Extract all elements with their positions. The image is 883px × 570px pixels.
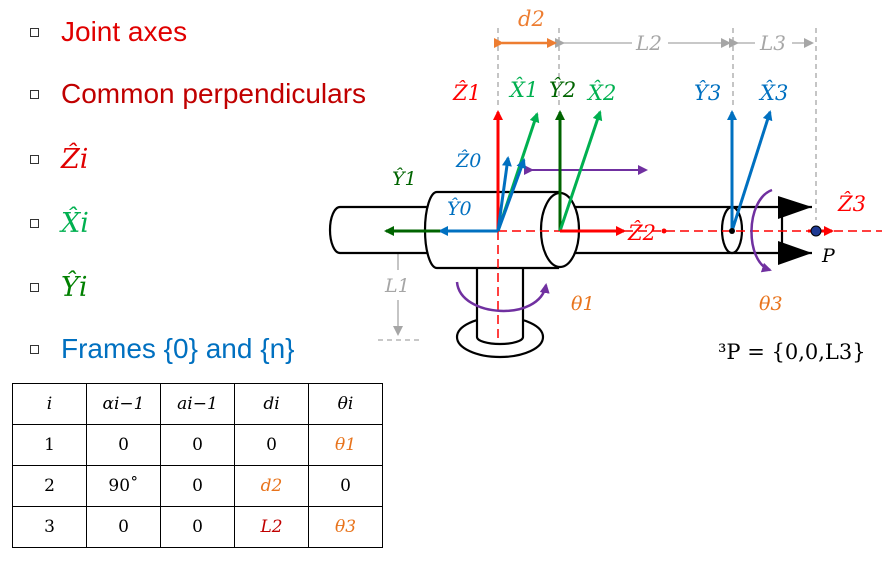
bullet-square-icon xyxy=(30,155,39,164)
header-i: i xyxy=(12,383,87,425)
bullet-square-icon xyxy=(30,283,39,292)
label-y0: Ŷ0 xyxy=(447,197,472,220)
label-y3: Ŷ3 xyxy=(694,81,721,105)
label-L3: L3 xyxy=(759,31,786,55)
bullet-text: Ŷi xyxy=(61,272,88,303)
table-cell: 0 xyxy=(160,465,235,507)
table-cell: 0 xyxy=(234,424,309,466)
header-alpha: αi−1 xyxy=(86,383,161,425)
bullet-z-hat: Ẑi xyxy=(30,144,88,175)
table-cell: 0 xyxy=(160,424,235,466)
bullet-text: Ẑi xyxy=(61,144,89,175)
table-cell: 2 xyxy=(12,465,87,507)
header-d: di xyxy=(234,383,309,425)
label-y1: Ŷ1 xyxy=(392,167,417,190)
label-x2: X̂2 xyxy=(586,81,616,105)
table-cell: 90˚ xyxy=(86,465,161,507)
label-L2: L2 xyxy=(635,31,662,55)
point-p-marker xyxy=(810,225,822,237)
label-d2: d2 xyxy=(518,7,545,31)
bullet-square-icon xyxy=(30,219,39,228)
header-theta: θi xyxy=(308,383,383,425)
z0-axis-arrow xyxy=(496,156,512,232)
label-z1: Ẑ1 xyxy=(452,81,481,105)
bullet-x-hat: X̂i xyxy=(30,208,89,239)
theta3-rotation-arc xyxy=(750,188,773,273)
end-effector-gripper xyxy=(778,196,812,265)
table-cell: d2 xyxy=(234,465,309,507)
label-x1: X̂1 xyxy=(508,78,538,102)
bullet-frames: Frames {0} and {n} xyxy=(30,333,295,365)
bullet-common-perpendiculars: Common perpendiculars xyxy=(30,78,366,110)
bullet-y-hat: Ŷi xyxy=(30,272,87,303)
table-row: 2 90˚ 0 d2 0 xyxy=(12,465,383,507)
table-row: 1 0 0 0 θ1 xyxy=(12,424,383,466)
label-L1: L1 xyxy=(384,275,410,297)
table-cell: 0 xyxy=(308,465,383,507)
z2-point-marker xyxy=(661,228,667,234)
label-theta3: θ3 xyxy=(759,293,783,315)
bullet-joint-axes: Joint axes xyxy=(30,16,187,48)
frame3-origin xyxy=(729,228,735,234)
x2-axis-arrow xyxy=(558,110,603,232)
table-header-row: i αi−1 ai−1 di θi xyxy=(12,383,383,425)
label-y2: Ŷ2 xyxy=(549,78,576,102)
table-cell: 0 xyxy=(86,506,161,548)
table-row: 3 0 0 L2 θ3 xyxy=(12,506,383,548)
bullet-text: X̂i xyxy=(61,208,89,239)
bullet-text: Frames {0} and {n} xyxy=(61,333,295,364)
bullet-text: Common perpendiculars xyxy=(61,78,367,109)
table-cell: 0 xyxy=(86,424,161,466)
label-z2: Ẑ2 xyxy=(627,221,656,245)
table-cell: θ3 xyxy=(308,506,383,548)
x3-axis-arrow xyxy=(730,110,773,232)
link2-tube xyxy=(539,191,784,269)
x0-axis-arrow xyxy=(496,158,526,232)
header-a: ai−1 xyxy=(160,383,235,425)
dh-parameter-table: i αi−1 ai−1 di θi 1 0 0 0 θ1 2 90˚ 0 d2 … xyxy=(12,383,383,548)
label-z3: Ẑ3 xyxy=(837,192,866,216)
table-cell: L2 xyxy=(234,506,309,548)
table-cell: 0 xyxy=(160,506,235,548)
table-cell: θ1 xyxy=(308,424,383,466)
position-equation: ³P = {0,0,L3} xyxy=(718,340,866,364)
table-cell: 3 xyxy=(12,506,87,548)
bullet-text: Joint axes xyxy=(61,16,188,47)
label-z0: Ẑ0 xyxy=(455,149,481,172)
bullet-square-icon xyxy=(30,89,39,99)
bullet-square-icon xyxy=(30,27,39,37)
label-theta1: θ1 xyxy=(571,293,595,315)
dimension-lines xyxy=(378,28,817,341)
theta1-rotation-arc xyxy=(455,281,550,313)
label-x3: X̂3 xyxy=(758,81,788,105)
label-p: P xyxy=(821,245,836,267)
bullet-square-icon xyxy=(30,344,39,354)
table-cell: 1 xyxy=(12,424,87,466)
